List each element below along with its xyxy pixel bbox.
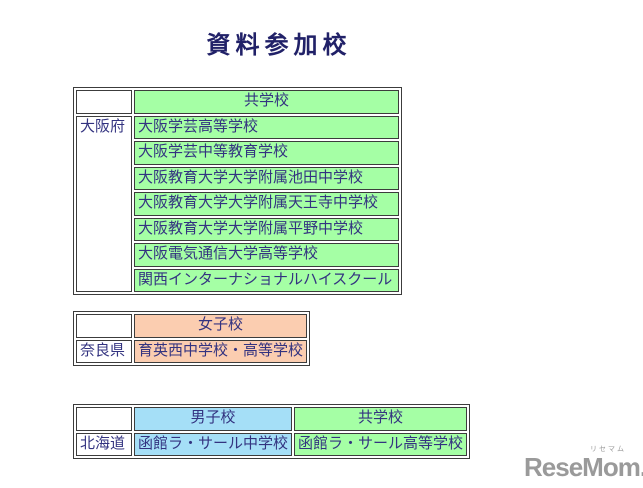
school-cell: 大阪学芸高等学校	[134, 115, 399, 139]
category-header-boys: 男子校	[134, 407, 293, 431]
school-cell: 関西インターナショナルハイスクール	[134, 268, 399, 292]
region-cell: 奈良県	[76, 339, 132, 363]
category-header-coed: 共学校	[294, 407, 468, 431]
resemom-logo: リセマム ReseMom.	[524, 446, 643, 482]
corner-cell	[76, 407, 132, 431]
school-cell: 大阪教育大学大学附属池田中学校	[134, 166, 399, 190]
corner-cell	[76, 314, 132, 338]
region-cell: 北海道	[76, 432, 132, 456]
school-cell: 大阪教育大学大学附属平野中学校	[134, 217, 399, 241]
school-cell: 大阪教育大学大学附属天王寺中学校	[134, 192, 399, 216]
logo-ruby-text: リセマム	[590, 446, 626, 453]
school-cell: 育英西中学校・高等学校	[134, 339, 308, 363]
region-cell: 大阪府	[76, 115, 132, 292]
school-cell: 函館ラ・サール高等学校	[294, 432, 468, 456]
school-table-hokkaido: 男子校共学校北海道函館ラ・サール中学校函館ラ・サール高等学校	[73, 404, 471, 459]
category-header-coed: 共学校	[134, 90, 399, 114]
school-table-nara: 女子校奈良県育英西中学校・高等学校	[73, 311, 311, 366]
category-header-girls: 女子校	[134, 314, 308, 338]
corner-cell	[76, 90, 132, 114]
page-title: 資料参加校	[206, 33, 352, 59]
logo-text: ReseMom.	[524, 452, 643, 482]
school-tables-area: 共学校大阪府大阪学芸高等学校大阪学芸中等教育学校大阪教育大学大学附属池田中学校大…	[73, 87, 471, 459]
school-cell: 大阪学芸中等教育学校	[134, 141, 399, 165]
school-cell: 大阪電気通信大学高等学校	[134, 243, 399, 267]
school-table-osaka: 共学校大阪府大阪学芸高等学校大阪学芸中等教育学校大阪教育大学大学附属池田中学校大…	[73, 87, 402, 295]
school-cell: 函館ラ・サール中学校	[134, 432, 293, 456]
